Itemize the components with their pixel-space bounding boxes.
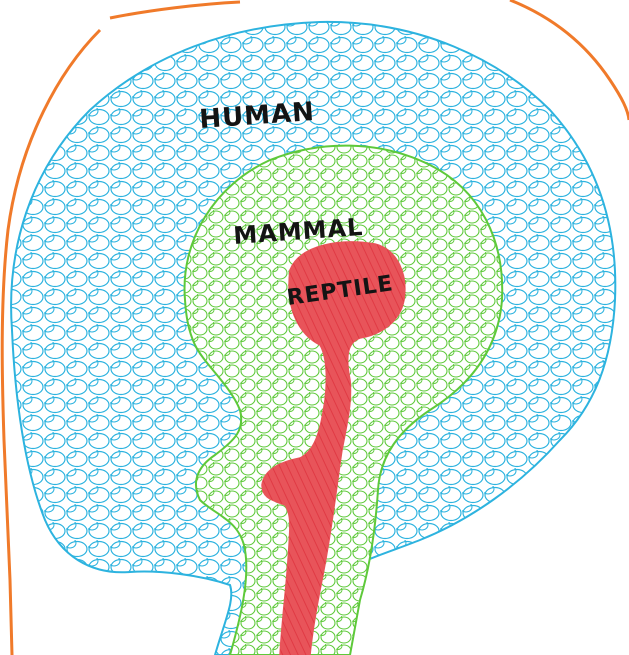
triune-brain-diagram: HUMAN MAMMAL REPTILE — [0, 0, 629, 655]
brain-drawing: HUMAN MAMMAL REPTILE — [0, 0, 629, 655]
